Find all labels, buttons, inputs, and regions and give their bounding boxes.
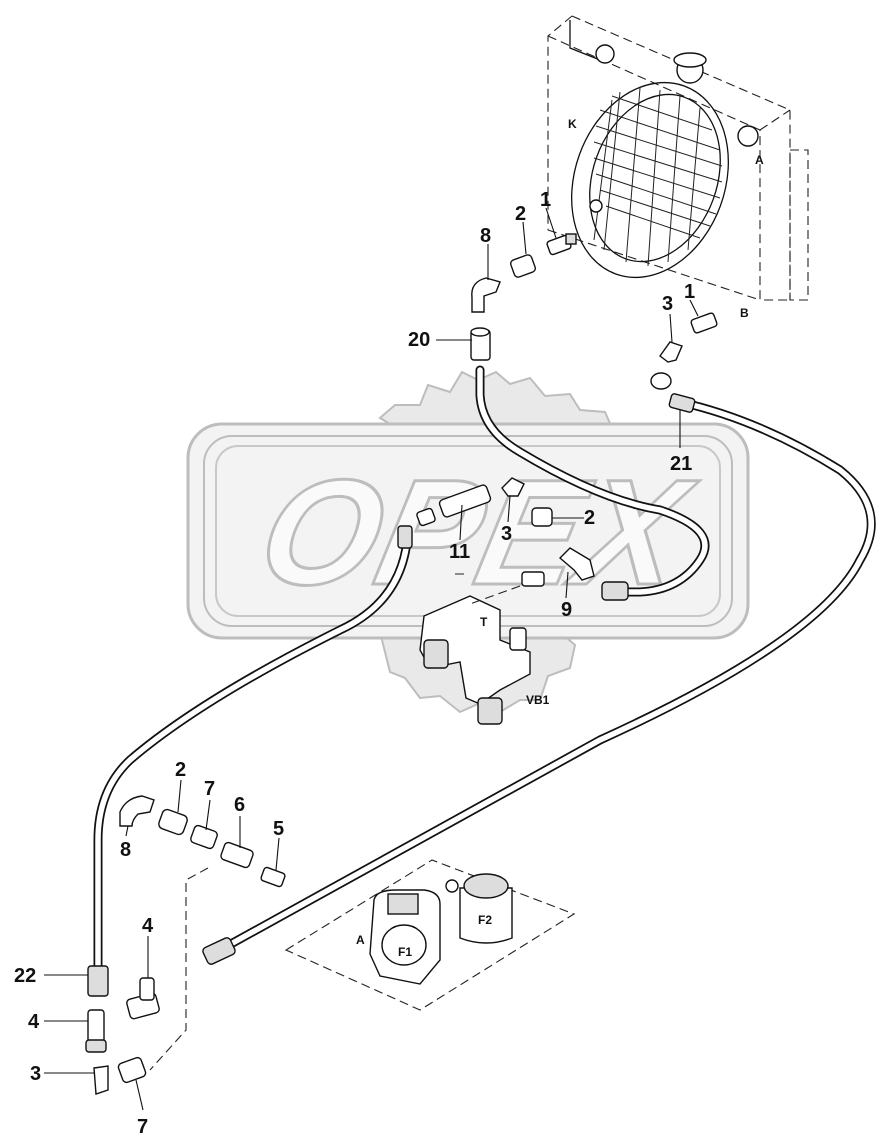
fitting-small-mid xyxy=(521,571,545,587)
fitting-8-low xyxy=(119,795,155,827)
radiator-label-b: B xyxy=(740,306,749,320)
callout-4-top: 4 xyxy=(142,915,154,937)
filter-label-f2: F2 xyxy=(478,913,492,927)
callout-2-mid: 2 xyxy=(584,507,595,529)
callout-8-top: 8 xyxy=(480,225,491,247)
callout-5: 5 xyxy=(273,818,284,840)
fitting-4-a xyxy=(126,977,160,1020)
filter-plate: A F1 F2 xyxy=(284,859,576,1011)
callout-21: 21 xyxy=(670,453,692,475)
callout-6: 6 xyxy=(234,794,245,816)
hose-20 xyxy=(475,365,710,597)
callout-1-right: 1 xyxy=(684,281,695,303)
fitting-8-top xyxy=(471,277,501,313)
radiator-label-k: K xyxy=(568,117,577,131)
fitting-1-right xyxy=(690,312,718,334)
fitting-11 xyxy=(397,484,492,549)
radiator: K A B xyxy=(547,15,809,320)
fitting-2-mid xyxy=(531,507,553,527)
fitting-4-b xyxy=(85,1009,107,1053)
radiator-label-a: A xyxy=(755,153,764,167)
callout-9: 9 xyxy=(561,599,572,621)
fitting-3-low xyxy=(93,1065,109,1095)
fitting-2-top xyxy=(510,254,536,278)
leader-lines xyxy=(44,207,699,1111)
filter-label-f1: F1 xyxy=(398,945,412,959)
fitting-3-mid xyxy=(501,477,525,497)
valve-label-vb1: VB1 xyxy=(526,693,550,707)
callout-11: 11 xyxy=(449,541,470,563)
fitting-6 xyxy=(220,841,254,869)
hose-end-21-low xyxy=(202,937,236,965)
callout-1-top: 1 xyxy=(540,189,551,211)
callout-3-low: 3 xyxy=(30,1063,41,1085)
hose-21 xyxy=(215,397,876,955)
callout-3-mid: 3 xyxy=(501,523,512,545)
callout-8-low: 8 xyxy=(120,839,131,861)
callout-22: 22 xyxy=(14,965,36,987)
fitting-7-low xyxy=(190,824,218,850)
callout-7-bottom: 7 xyxy=(137,1116,148,1138)
fitting-20 xyxy=(470,327,491,361)
fitting-2-low xyxy=(158,808,188,836)
fitting-9 xyxy=(558,547,595,581)
callouts: 1 2 8 20 3 1 21 11 3 2 9 2 7 6 5 8 4 22 … xyxy=(14,189,695,1138)
fitting-3-right xyxy=(659,341,683,363)
fitting-5 xyxy=(260,866,286,888)
callout-20: 20 xyxy=(408,329,430,351)
valve-block-vb1: T VB1 xyxy=(419,573,550,725)
callout-2-top: 2 xyxy=(515,203,526,225)
fitting-hose-end-mid xyxy=(601,581,629,601)
callout-4-bottom: 4 xyxy=(28,1011,40,1033)
callout-2-low: 2 xyxy=(175,759,186,781)
fitting-22 xyxy=(87,965,109,997)
fitting-1-top xyxy=(546,233,577,256)
valve-label-t: T xyxy=(480,615,488,629)
fitting-7-bottom xyxy=(117,1056,147,1084)
filter-label-a: A xyxy=(356,933,365,947)
callout-7-low: 7 xyxy=(204,778,215,800)
hose-22 xyxy=(93,525,413,975)
callout-3-right: 3 xyxy=(662,293,673,315)
fitting-21 xyxy=(650,372,696,413)
